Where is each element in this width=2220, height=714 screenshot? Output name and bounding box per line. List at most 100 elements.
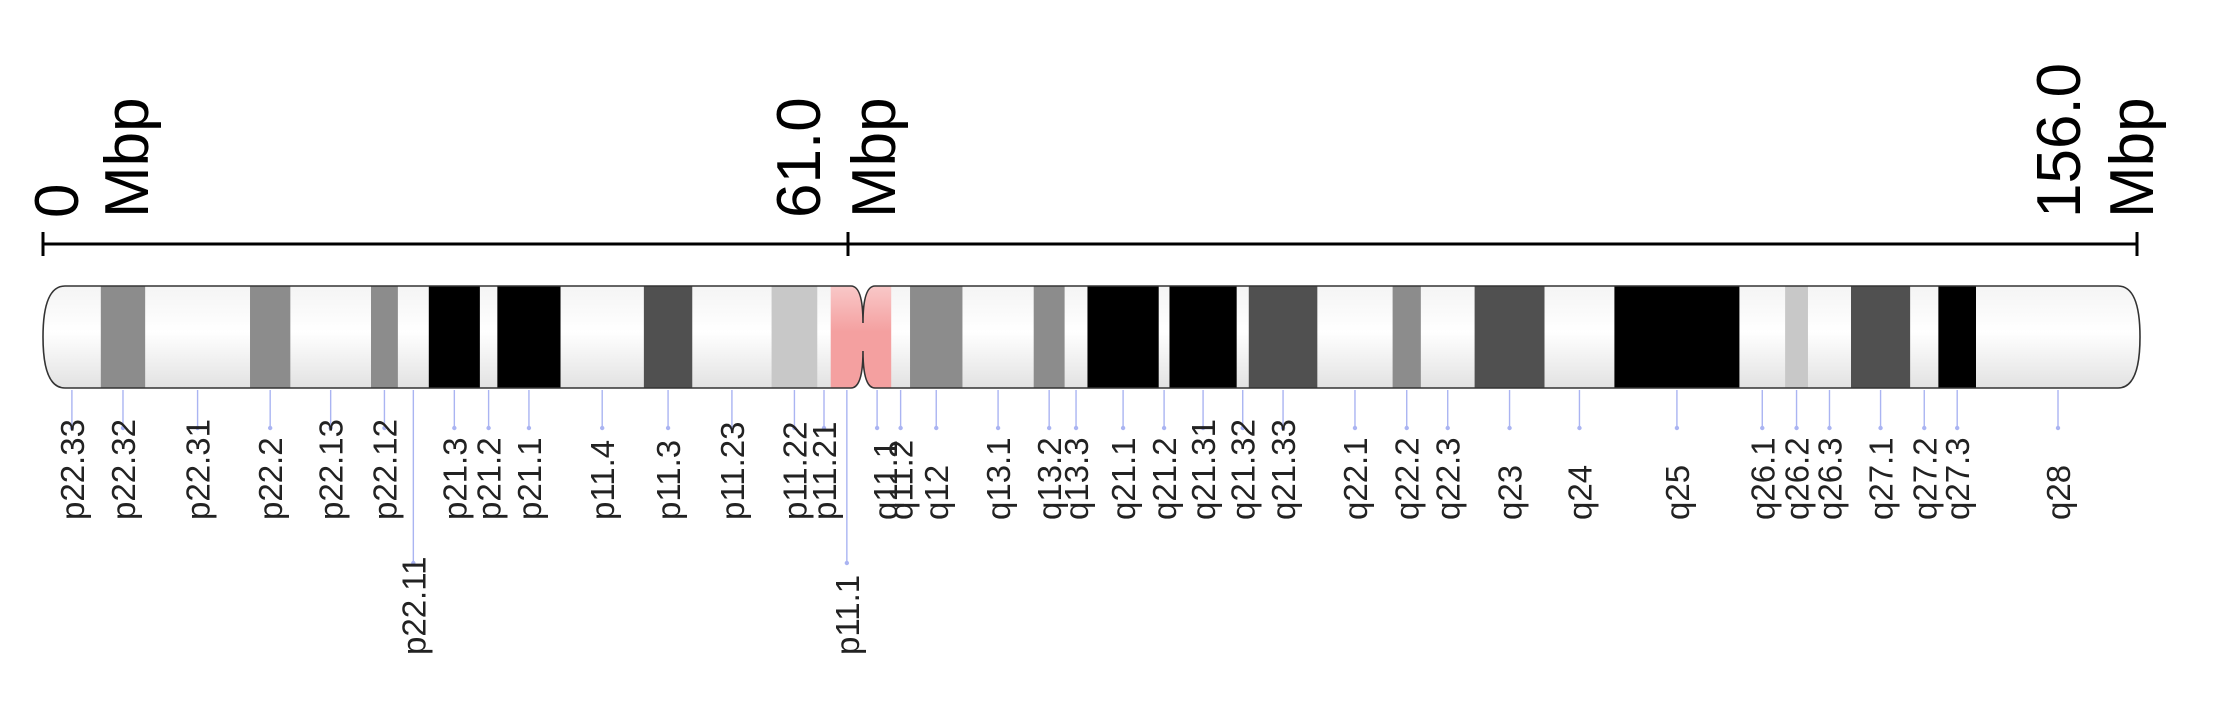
band-p21-2 [479, 286, 498, 388]
band-q23 [1474, 286, 1546, 388]
band-q21-31 [1169, 286, 1238, 388]
band-label-q27-3: q27.3 [1939, 437, 1976, 520]
band-leader-dot [267, 425, 273, 431]
band-label-q22-2: q22.2 [1389, 437, 1426, 520]
band-q25 [1614, 286, 1741, 388]
band-leader-dot [1404, 425, 1409, 431]
band-p11-3 [643, 286, 693, 388]
band-q22-3 [1420, 286, 1476, 388]
band-q11-2 [891, 286, 911, 388]
band-label-q13-3: q13.3 [1058, 437, 1095, 520]
band-label-q13-1: q13.1 [980, 437, 1017, 520]
band-label-q28: q28 [2040, 465, 2077, 520]
band-stack [43, 286, 2140, 388]
band-label-q27-1: q27.1 [1863, 437, 1900, 520]
band-label-p22-12: p22.12 [366, 419, 403, 520]
band-p21-3 [428, 286, 481, 388]
scale-start-value: 0 [23, 184, 92, 218]
band-q21-2 [1158, 286, 1171, 388]
band-q27-2 [1910, 286, 1939, 388]
band-label-q11-2: q11.2 [883, 440, 920, 520]
band-label-p11-21: p11.21 [806, 422, 843, 520]
scale-centromere-value: 61.0 [765, 97, 834, 218]
band-leader-dot [729, 425, 735, 431]
band-label-p11-3: p11.3 [650, 440, 687, 520]
band-label-q12: q12 [918, 465, 955, 520]
band-label-p21-3: p21.3 [436, 437, 473, 520]
band-label-p22-11: p22.11 [395, 557, 432, 655]
band-leader-dot [486, 425, 491, 431]
band-leader-dot [792, 425, 797, 431]
band-label-p22-13: p22.13 [313, 419, 350, 520]
band-leader-dot [1878, 425, 1883, 431]
band-leader-dot [1046, 425, 1052, 431]
band-label-q24: q24 [1561, 465, 1598, 520]
chromosome-border [42, 285, 2141, 389]
band-q21-1 [1087, 286, 1160, 388]
band-p22-2 [250, 286, 291, 388]
band-leader-dot [1577, 425, 1582, 431]
band-p22-13 [290, 286, 372, 388]
band-q12 [910, 286, 964, 388]
band-leader-dot [411, 560, 416, 566]
band-label-q11-1: q11.1 [867, 440, 904, 520]
band-leader-dot [1240, 425, 1245, 431]
band-q28 [1976, 286, 2140, 388]
band-leader-dot [1827, 425, 1832, 431]
band-label-p22-32: p22.32 [105, 419, 142, 520]
scale-centromere-unit: Mbp [840, 97, 909, 218]
band-q27-1 [1850, 286, 1911, 388]
band-leader-dot [195, 425, 200, 431]
band-leader-dot [1445, 425, 1450, 431]
band-p11-22 [771, 286, 818, 388]
band-label-p22-31: p22.31 [180, 419, 217, 520]
band-leader-dot [1073, 425, 1079, 431]
band-leader-dot [2055, 425, 2061, 431]
band-leader-dot [874, 425, 880, 431]
band-leader-dot [382, 425, 387, 431]
band-p11-21 [817, 286, 832, 388]
band-p22-11 [397, 286, 430, 388]
band-q21-33 [1248, 286, 1318, 388]
band-leader-dot [328, 425, 333, 431]
band-leader-dot [1954, 425, 1960, 431]
band-label-q26-1: q26.1 [1744, 437, 1781, 520]
band-p22-33 [43, 286, 102, 388]
band-leader-dot [120, 425, 126, 431]
band-leader-dot [898, 425, 903, 431]
band-leader-dot [821, 425, 827, 431]
scale-bar: 0 Mbp 61.0 Mbp 156.0 Mbp [23, 63, 2167, 256]
band-p22-31 [145, 286, 251, 388]
band-p11-23 [692, 286, 773, 388]
band-label-q22-1: q22.1 [1337, 437, 1374, 520]
chromosome-outline [42, 285, 2141, 389]
band-p22-32 [100, 286, 146, 388]
scale-start-unit: Mbp [93, 97, 162, 218]
band-q13-3 [1064, 286, 1089, 388]
band-q26-2 [1785, 286, 1809, 388]
band-label-q25: q25 [1659, 465, 1696, 520]
band-label-p11-1: p11.1 [829, 575, 866, 655]
band-q13-1 [962, 286, 1035, 388]
band-leader-dot [526, 425, 532, 431]
band-label-p22-2: p22.2 [252, 437, 289, 520]
band-label-p21-1: p21.1 [511, 437, 548, 520]
band-p22-12 [370, 286, 399, 388]
band-label-q23: q23 [1492, 465, 1529, 520]
band-leader-dot [1120, 425, 1126, 431]
band-leader-dot [600, 425, 605, 431]
band-leader-dot [452, 425, 457, 431]
band-q24 [1544, 286, 1616, 388]
band-p11-4 [560, 286, 645, 388]
band-leader-dot [1161, 425, 1167, 431]
band-leader-dot [1352, 425, 1358, 431]
band-label-q26-3: q26.3 [1811, 437, 1848, 520]
band-label-p11-23: p11.23 [714, 422, 751, 520]
band-leader-dot [1760, 425, 1765, 431]
band-label-q21-2: q21.2 [1146, 437, 1183, 520]
band-leader-dot [1674, 425, 1680, 431]
band-label-p22-33: p22.33 [54, 419, 91, 520]
band-label-q26-2: q26.2 [1779, 437, 1816, 520]
band-leaders [69, 390, 2061, 566]
